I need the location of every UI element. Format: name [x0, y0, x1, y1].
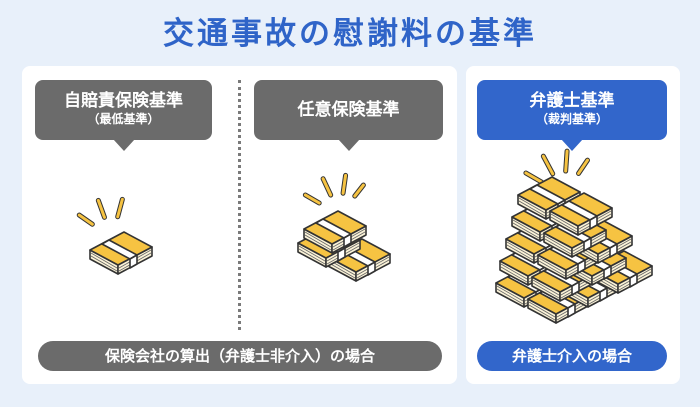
bundle-page-line: [538, 257, 566, 274]
money-stack-small-icon: [76, 196, 153, 275]
bundle-band: [589, 215, 598, 230]
bundle-band: [343, 233, 352, 248]
shine-ray: [577, 158, 589, 175]
page-title: 交通事故の慰謝料の基準: [163, 16, 537, 52]
bundle-page-line: [304, 231, 332, 248]
bundle-page-line: [532, 279, 560, 296]
bundle-page-line: [512, 219, 540, 236]
shine-ray: [524, 171, 543, 184]
bundle-page-line: [518, 200, 546, 217]
bundle-page-line: [298, 248, 326, 265]
bundle-band: [337, 247, 346, 262]
shine-ray: [96, 198, 106, 219]
jibaiseki-standard-label: 自賠責保険基準 （最低基準）: [35, 80, 212, 151]
standard-name: 自賠責保険基準: [64, 91, 183, 111]
bengoshi-standard-label: 弁護士基準 （裁判基準）: [477, 80, 667, 151]
shine-ray: [116, 197, 124, 219]
bundle-page-line: [298, 245, 326, 262]
bundle-page-line: [512, 222, 540, 239]
bubble-tail: [112, 139, 135, 151]
money-stack-medium-icon: [297, 172, 391, 282]
bundle-band: [629, 273, 638, 288]
bundle-page-line: [528, 304, 556, 321]
bundle-band: [609, 243, 618, 258]
insurance-calc-footer: 保険会社の算出（弁護士非介入）の場合: [38, 341, 442, 371]
bundle-page-line: [496, 285, 524, 302]
bundle-page-line: [544, 238, 572, 255]
bundle-page-line: [518, 197, 546, 214]
bundle-band: [367, 261, 376, 276]
standard-name: 弁護士基準: [529, 91, 615, 111]
standard-note: （裁判基準）: [535, 112, 608, 126]
standard-name: 任意保険基準: [297, 100, 400, 120]
bundle-page-line: [532, 282, 560, 299]
bundle-band: [583, 237, 592, 252]
bundle-page-line: [506, 241, 534, 258]
bundle-page-line: [500, 266, 528, 283]
bundle-page-line: [550, 216, 578, 233]
bundle-band: [603, 265, 612, 280]
shine-ray: [564, 149, 569, 173]
shine-ray: [321, 177, 333, 197]
shine-ray: [541, 154, 555, 176]
lawyer-footer: 弁護士介入の場合: [477, 341, 667, 371]
money-stack-large-icon: [495, 148, 653, 324]
bubble-tail: [337, 139, 360, 151]
bundle-page-line: [304, 234, 332, 251]
bundle-band: [599, 287, 608, 302]
bundle-page-line: [538, 260, 566, 277]
nini-standard-label: 任意保険基準: [254, 80, 443, 151]
bundle-band: [567, 303, 576, 318]
bundle-page-line: [496, 288, 524, 305]
shine-ray: [341, 173, 348, 195]
bundle-band: [571, 281, 580, 296]
bundle-page-line: [528, 301, 556, 318]
bundle-band: [577, 259, 586, 274]
money-bundle: [303, 210, 367, 254]
bundle-page-line: [328, 262, 356, 279]
bundle-page-line: [544, 235, 572, 252]
bubble-tail: [561, 139, 583, 151]
bundle-page-line: [506, 244, 534, 261]
standard-note: （最低基準）: [87, 112, 160, 126]
bundle-band: [129, 254, 138, 269]
shine-ray: [303, 193, 321, 205]
bundle-page-line: [550, 213, 578, 230]
panel-divider: [238, 80, 241, 330]
shine-ray: [77, 213, 94, 226]
bundle-page-line: [90, 252, 118, 269]
bundle-page-line: [500, 263, 528, 280]
money-bundle: [549, 192, 613, 236]
shine-ray: [353, 183, 365, 198]
bundle-page-line: [90, 255, 118, 272]
money-bundle: [89, 231, 153, 275]
